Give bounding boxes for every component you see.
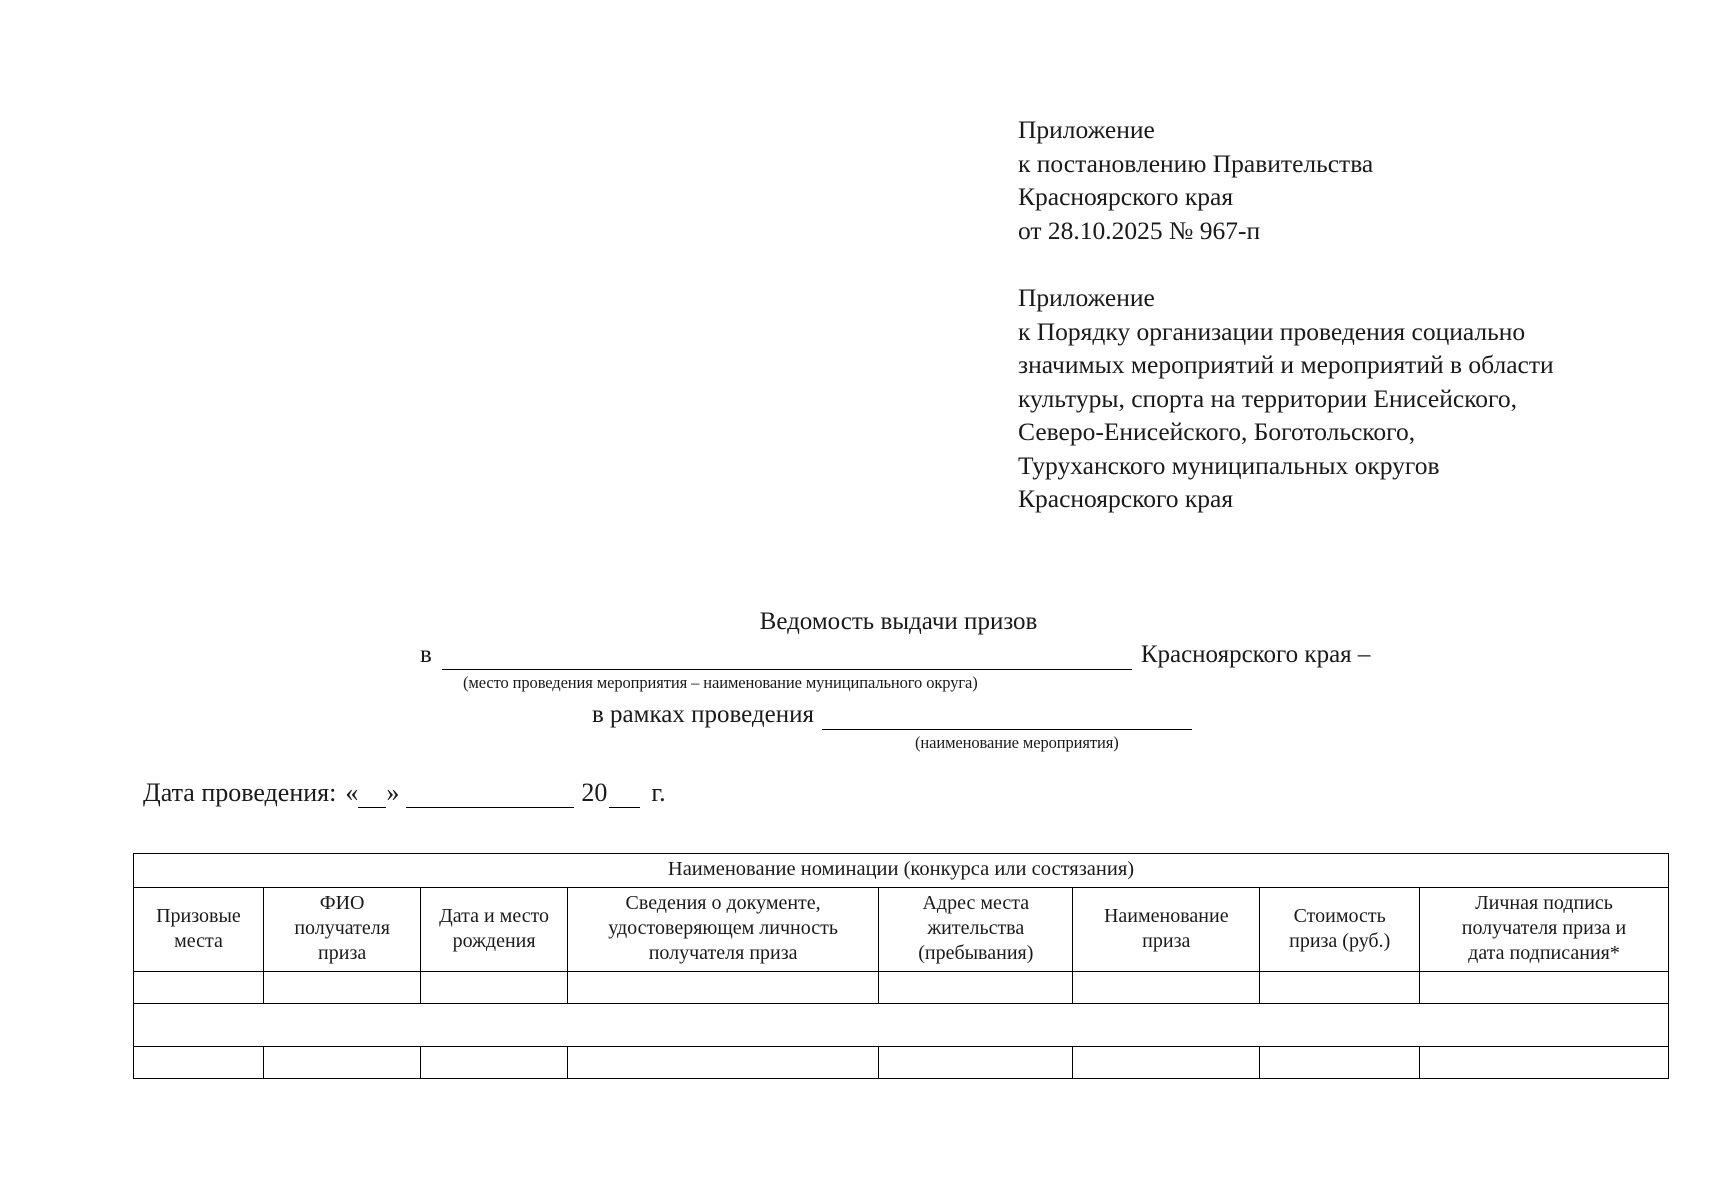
col-header-birth-date-place: Дата и место рождения (420, 887, 568, 972)
col-header-line: приза (руб.) (1289, 929, 1391, 952)
table-cell[interactable] (1072, 971, 1261, 1004)
table-cell[interactable] (420, 971, 568, 1004)
table-cell-merged[interactable] (133, 1003, 1669, 1047)
table-row (133, 1046, 1669, 1079)
table-cell[interactable] (133, 971, 264, 1004)
place-caption: (место проведения мероприятия – наименов… (463, 673, 978, 692)
event-input-blank[interactable] (821, 702, 1192, 730)
table-nomination-row: Наименование номинации (конкурса или сос… (133, 853, 1669, 888)
col-header-residence-address: Адрес места жительства (пребывания) (878, 887, 1074, 972)
date-quote-close: » (386, 778, 400, 807)
col-header-line: рождения (452, 929, 536, 952)
col-header-line: Призовые (156, 904, 241, 927)
col-header-line: приза (1142, 929, 1191, 952)
event-label: в рамках проведения (592, 701, 814, 728)
col-header-recipient-name: ФИО получателя приза (262, 887, 422, 972)
table-cell[interactable] (878, 971, 1074, 1004)
table-cell[interactable] (566, 1046, 880, 1079)
col-header-line: жительства (927, 917, 1025, 939)
col-header-line: Наименование (1103, 904, 1229, 927)
appendix-block-decree: Приложение к постановлению Правительства… (1018, 113, 1373, 247)
event-caption: (наименование мероприятия) (915, 733, 1119, 752)
date-quote-open: « (345, 778, 359, 807)
appendix-block-order: Приложение к Порядку организации проведе… (1018, 281, 1554, 516)
table-cell[interactable] (420, 1046, 568, 1079)
table-cell[interactable] (1259, 971, 1421, 1004)
col-header-line: ФИО (319, 892, 365, 914)
table-cell[interactable] (1072, 1046, 1261, 1079)
table-row (133, 971, 1669, 1004)
place-tail-text: Красноярского края – (1140, 641, 1371, 668)
appendix-2-line-7: Красноярского края (1018, 484, 1234, 513)
table-cell[interactable] (133, 1046, 264, 1079)
appendix-1-line-3: Красноярского края (1018, 182, 1234, 211)
table-cell[interactable] (262, 1046, 422, 1079)
col-header-line: удостоверяющем личность (608, 917, 838, 939)
prize-issuance-table: Наименование номинации (конкурса или сос… (133, 853, 1669, 1079)
table-cell[interactable] (1419, 1046, 1669, 1079)
col-header-prize-cost: Стоимость приза (руб.) (1259, 887, 1421, 972)
col-header-line: получателя (294, 917, 390, 939)
col-header-line: (пребывания) (918, 942, 1034, 964)
appendix-1-line-1: Приложение (1018, 115, 1155, 144)
col-header-line: Стоимость (1293, 904, 1386, 927)
date-year-suffix: г. (651, 778, 666, 807)
table-cell[interactable] (566, 971, 880, 1004)
col-header-line: места (174, 929, 223, 952)
table-cell[interactable] (878, 1046, 1074, 1079)
appendix-2-line-3: значимых мероприятий и мероприятий в обл… (1018, 350, 1554, 379)
col-header-line: приза (318, 942, 367, 964)
table-cell[interactable] (262, 971, 422, 1004)
col-header-prize-places: Призовые места (133, 887, 264, 972)
table-cell[interactable] (1419, 971, 1669, 1004)
date-day-blank[interactable] (358, 785, 387, 808)
date-year-blank[interactable] (609, 785, 641, 808)
col-header-line: Дата и место (439, 904, 550, 927)
appendix-1-line-2: к постановлению Правительства (1018, 148, 1374, 178)
appendix-1-line-4: от 28.10.2025 № 967-п (1018, 215, 1261, 245)
appendix-2-line-1: Приложение (1018, 283, 1155, 312)
page-title: Ведомость выдачи призов (759, 608, 1038, 635)
place-fill-row: в Красноярского края – (420, 640, 1370, 670)
table-header-row: Призовые места ФИО получателя приза Дата… (133, 887, 1669, 972)
col-header-line: получателя приза (648, 942, 798, 964)
nomination-header-cell: Наименование номинации (конкурса или сос… (133, 853, 1669, 888)
col-header-line: получателя приза и (1461, 917, 1627, 939)
event-fill-row: в рамках проведения (592, 700, 1192, 730)
col-header-line: Сведения о документе, (625, 892, 821, 914)
date-label: Дата проведения: (143, 778, 337, 807)
date-month-blank[interactable] (406, 785, 575, 808)
appendix-2-line-5: Северо-Енисейского, Боготольского, (1018, 417, 1416, 446)
place-input-blank[interactable] (441, 642, 1132, 670)
date-fill-row: Дата проведения: « » 20 г. (143, 778, 666, 808)
appendix-2-line-2: к Порядку организации проведения социаль… (1018, 316, 1526, 346)
appendix-2-line-6: Туруханского муниципальных округов (1018, 450, 1440, 480)
col-header-prize-name: Наименование приза (1072, 887, 1261, 972)
col-header-line: Личная подпись (1475, 892, 1613, 914)
date-year-prefix: 20 (581, 778, 608, 807)
col-header-signature-date: Личная подпись получателя приза и дата п… (1419, 887, 1669, 972)
col-header-line: дата подписания* (1468, 942, 1620, 964)
col-header-identity-document: Сведения о документе, удостоверяющем лич… (566, 887, 880, 972)
appendix-2-line-4: культуры, спорта на территории Енисейско… (1018, 383, 1518, 413)
table-cell[interactable] (1259, 1046, 1421, 1079)
table-row-merged (133, 1003, 1669, 1047)
place-label: в (420, 641, 432, 668)
table-body (133, 971, 1669, 1079)
col-header-line: Адрес места (922, 892, 1030, 914)
